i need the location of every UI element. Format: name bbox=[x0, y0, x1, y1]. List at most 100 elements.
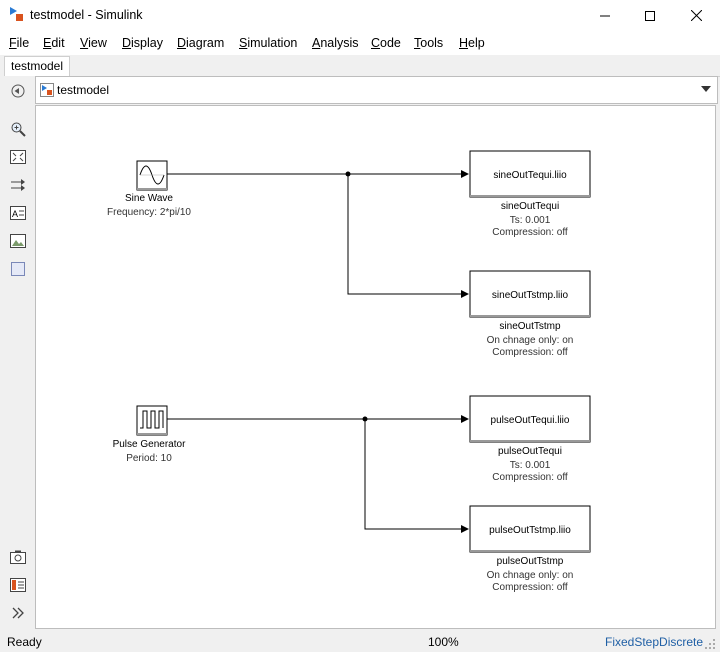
screenshot-icon bbox=[10, 550, 26, 564]
menu-display-mnemonic: D bbox=[122, 36, 132, 50]
svg-text:A: A bbox=[12, 209, 18, 219]
menu-edit-label: dit bbox=[51, 36, 65, 50]
menu-file[interactable]: File bbox=[9, 36, 29, 50]
diagram-svg: Sine Wave Frequency: 2*pi/10 Pulse Gener… bbox=[107, 150, 591, 593]
back-button[interactable] bbox=[9, 82, 27, 100]
sink-block-sineOutTequi[interactable] bbox=[469, 150, 591, 198]
menu-view-label: iew bbox=[88, 36, 107, 50]
menu-help-mnemonic: H bbox=[459, 36, 469, 50]
pulse-to-sink4-line[interactable] bbox=[364, 419, 469, 533]
sine-wave-param: Frequency: 2*pi/10 bbox=[107, 207, 191, 218]
left-toolbar: A bbox=[0, 76, 35, 630]
sink1-param1: Ts: 0.001 bbox=[510, 215, 551, 226]
menu-tools[interactable]: Tools bbox=[414, 36, 443, 50]
menu-edit-mnemonic: E bbox=[43, 36, 52, 50]
resize-grip-icon[interactable] bbox=[704, 638, 716, 650]
title-bar: testmodel - Simulink bbox=[0, 0, 720, 31]
menu-code[interactable]: Code bbox=[371, 36, 401, 50]
menu-analysis-label: nalysis bbox=[320, 36, 359, 50]
menu-code-label: ode bbox=[380, 36, 401, 50]
sink2-name: sineOutTstmp bbox=[499, 321, 561, 332]
sink2-file: sineOutTstmp.liio bbox=[492, 290, 569, 301]
address-bar[interactable]: testmodel bbox=[35, 76, 718, 104]
model-browser-button[interactable] bbox=[9, 576, 27, 594]
sink4-param1: On chnage only: on bbox=[487, 570, 574, 581]
menu-tools-label: ools bbox=[420, 36, 444, 50]
simulink-app-icon bbox=[10, 7, 23, 21]
annotation-icon: A bbox=[10, 206, 26, 220]
sink3-param1: Ts: 0.001 bbox=[510, 460, 551, 471]
model-browser-icon bbox=[10, 578, 26, 592]
menu-display-label: isplay bbox=[131, 36, 163, 50]
sink-block-pulseOutTstmp[interactable] bbox=[469, 505, 591, 553]
sink1-name: sineOutTequi bbox=[501, 201, 559, 212]
back-icon bbox=[11, 84, 25, 98]
menu-file-mnemonic: F bbox=[9, 36, 17, 50]
menu-analysis-mnemonic: A bbox=[312, 36, 321, 50]
sink4-file: pulseOutTstmp.liio bbox=[489, 525, 571, 536]
tab-testmodel[interactable]: testmodel bbox=[4, 56, 70, 76]
menu-code-mnemonic: C bbox=[371, 36, 381, 50]
menu-view[interactable]: View bbox=[80, 36, 107, 50]
sink1-param2: Compression: off bbox=[492, 227, 568, 238]
solver-link[interactable]: FixedStepDiscrete bbox=[605, 635, 704, 649]
sink-block-sineOutTstmp[interactable] bbox=[469, 270, 591, 318]
sink2-param2: Compression: off bbox=[492, 347, 568, 358]
fit-view-button[interactable] bbox=[9, 148, 27, 166]
expand-toolbar-button[interactable] bbox=[9, 604, 27, 622]
menu-tools-mnemonic: T bbox=[414, 36, 421, 50]
branch-point bbox=[345, 171, 351, 177]
sink3-param2: Compression: off bbox=[492, 472, 568, 483]
fit-view-icon bbox=[10, 150, 26, 164]
maximize-button[interactable] bbox=[627, 0, 673, 31]
menu-diagram-label: iagram bbox=[186, 36, 225, 50]
menu-view-mnemonic: V bbox=[80, 36, 89, 50]
model-icon bbox=[40, 83, 54, 97]
menu-file-label: ile bbox=[16, 36, 30, 50]
sink3-file: pulseOutTequi.liio bbox=[491, 415, 570, 426]
sine-wave-label: Sine Wave bbox=[125, 193, 173, 204]
model-tab-strip: testmodel bbox=[0, 55, 720, 77]
menu-edit[interactable]: Edit bbox=[43, 36, 65, 50]
zoom-level[interactable]: 100% bbox=[428, 635, 459, 649]
minimize-icon bbox=[600, 15, 610, 16]
chevron-down-icon[interactable] bbox=[701, 86, 711, 92]
zoom-button[interactable] bbox=[9, 120, 27, 138]
sine-to-sink2-line[interactable] bbox=[347, 174, 469, 298]
pulse-icon bbox=[140, 410, 164, 429]
pulse-generator-block[interactable] bbox=[136, 405, 168, 436]
window-title: testmodel - Simulink bbox=[30, 8, 143, 22]
branch-point bbox=[362, 416, 368, 422]
area-icon bbox=[11, 262, 25, 276]
sink1-file: sineOutTequi.liio bbox=[493, 170, 567, 181]
sink-block-pulseOutTequi[interactable] bbox=[469, 395, 591, 443]
menu-display[interactable]: Display bbox=[122, 36, 163, 50]
pulse-generator-param: Period: 10 bbox=[126, 453, 172, 464]
pulse-generator-label: Pulse Generator bbox=[113, 439, 186, 450]
status-bar: Ready 100% FixedStepDiscrete bbox=[0, 630, 720, 652]
sink3-name: pulseOutTequi bbox=[498, 446, 562, 457]
minimize-button[interactable] bbox=[582, 0, 628, 31]
maximize-icon bbox=[645, 10, 655, 21]
menu-simulation-label: imulation bbox=[247, 36, 298, 50]
menu-simulation[interactable]: Simulation bbox=[239, 36, 297, 50]
menu-diagram-mnemonic: D bbox=[177, 36, 187, 50]
menu-analysis[interactable]: Analysis bbox=[312, 36, 359, 50]
menu-simulation-mnemonic: S bbox=[239, 36, 248, 50]
menu-diagram[interactable]: Diagram bbox=[177, 36, 224, 50]
hide-ports-icon bbox=[11, 179, 25, 191]
annotation-button[interactable]: A bbox=[9, 204, 27, 222]
sine-wave-block[interactable] bbox=[136, 160, 168, 191]
close-button[interactable] bbox=[673, 0, 719, 31]
diagram-canvas[interactable]: Sine Wave Frequency: 2*pi/10 Pulse Gener… bbox=[35, 105, 716, 629]
hide-ports-button[interactable] bbox=[9, 176, 27, 194]
menu-help-label: elp bbox=[468, 36, 485, 50]
expand-icon bbox=[12, 607, 24, 619]
area-button[interactable] bbox=[9, 260, 27, 278]
sink4-param2: Compression: off bbox=[492, 582, 568, 593]
zoom-icon bbox=[11, 122, 26, 137]
menu-help[interactable]: Help bbox=[459, 36, 485, 50]
menu-bar: File Edit View Display Diagram Simulatio… bbox=[0, 31, 720, 55]
screenshot-button[interactable] bbox=[9, 548, 27, 566]
image-button[interactable] bbox=[9, 232, 27, 250]
